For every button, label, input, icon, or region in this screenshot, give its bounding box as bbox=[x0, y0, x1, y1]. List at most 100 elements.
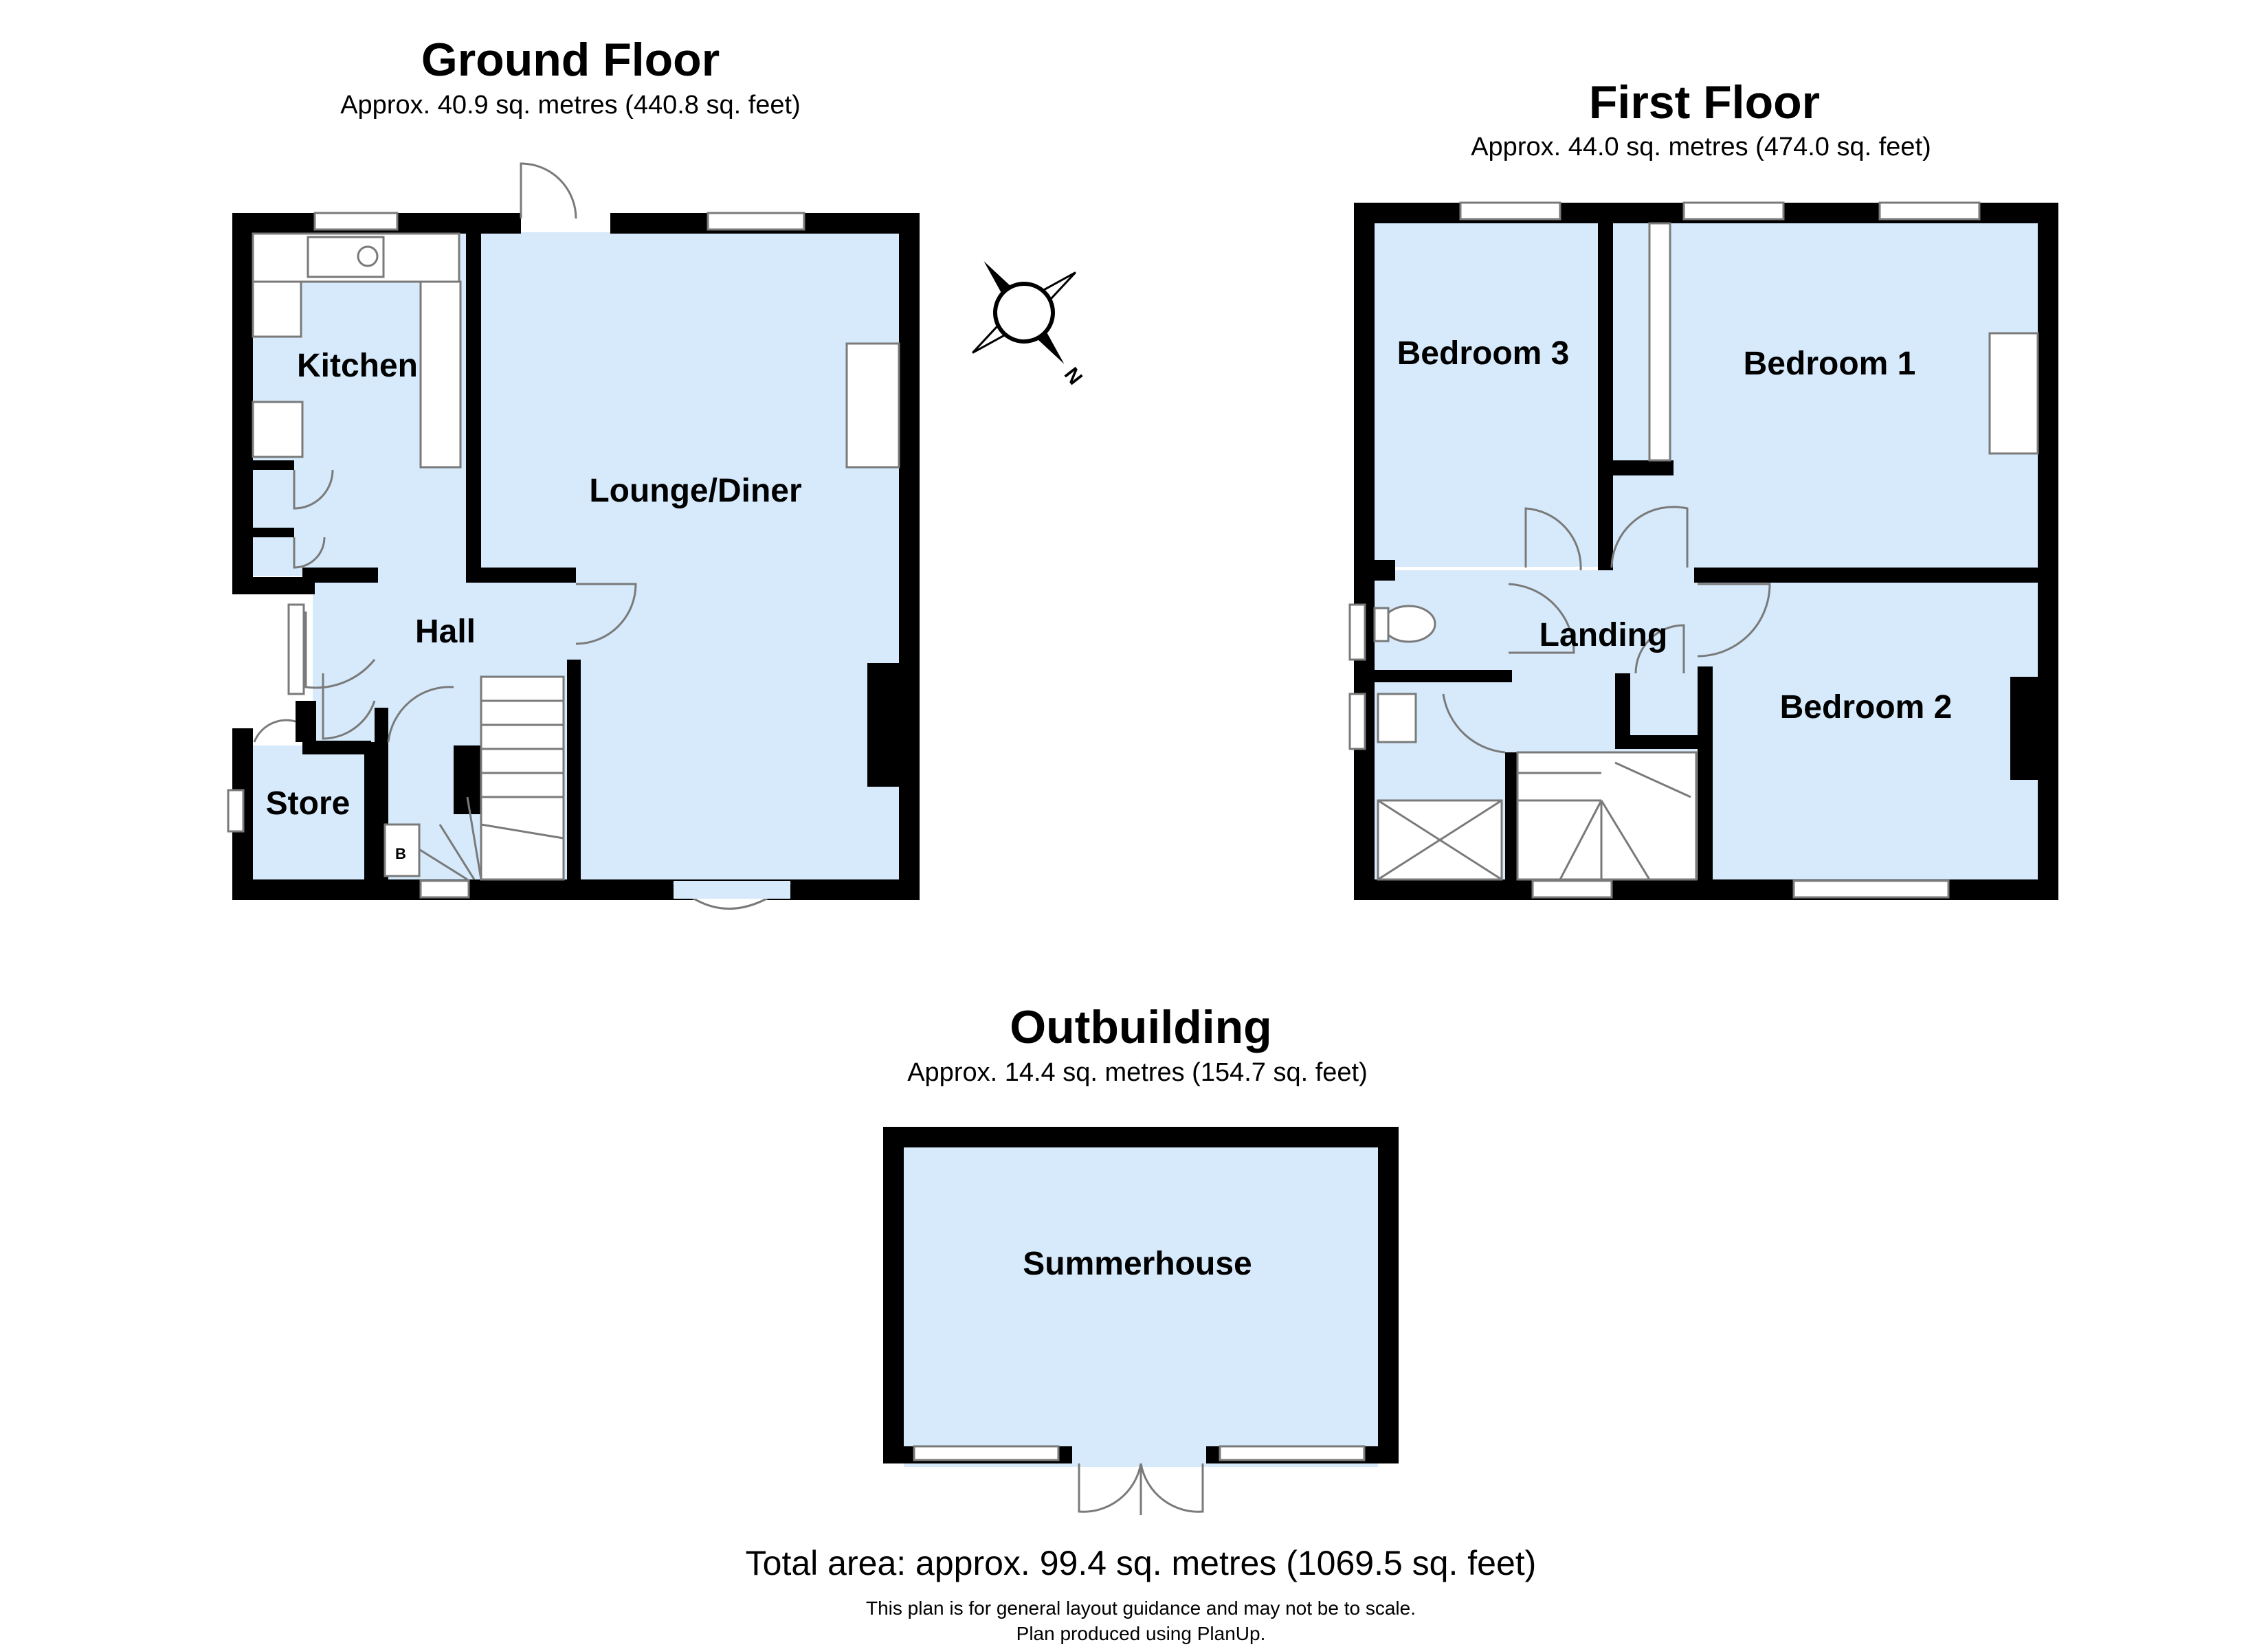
gf-hall-door-arc bbox=[304, 612, 376, 689]
first-floor-title: First Floor bbox=[1589, 76, 1820, 128]
summerhouse-room bbox=[904, 1147, 1378, 1467]
ff-wall-landing-b2 bbox=[1698, 666, 1713, 879]
store-label: Store bbox=[266, 785, 351, 822]
ob-window-right bbox=[1219, 1445, 1366, 1461]
gf-wall-hall-left bbox=[232, 577, 315, 594]
ff-window-b1-left bbox=[1682, 201, 1785, 221]
ob-door-left-arc bbox=[1078, 1463, 1142, 1513]
gf-wall-cupboard bbox=[302, 741, 371, 754]
ff-window-b2 bbox=[1792, 879, 1950, 899]
kitchen-counter-right bbox=[419, 280, 462, 469]
bedroom-3-label: Bedroom 3 bbox=[1397, 335, 1570, 372]
gf-window-hall-bottom bbox=[419, 879, 470, 899]
gf-staircase: B bbox=[383, 675, 565, 881]
gf-store-door-arc bbox=[253, 719, 296, 743]
gf-lounge-door-arc bbox=[575, 583, 637, 645]
ff-wall-stair-left bbox=[1505, 752, 1517, 879]
ff-window-bath bbox=[1348, 693, 1366, 750]
gf-front-door-arc bbox=[520, 162, 577, 219]
ob-wall-right bbox=[1378, 1127, 1399, 1463]
bedroom-2-fireplace bbox=[2010, 677, 2038, 780]
first-floor-plan: Bedroom 3 Bedroom 1 Landing Bedroom 2 bbox=[1348, 201, 2058, 900]
total-area: Total area: approx. 99.4 sq. metres (106… bbox=[746, 1544, 1537, 1582]
ff-wall-wc-bath bbox=[1375, 670, 1512, 682]
outbuilding-title: Outbuilding bbox=[1010, 1001, 1271, 1053]
gf-wall-left bbox=[232, 213, 253, 591]
ff-wall-wardrobe bbox=[1612, 460, 1674, 475]
gf-wall-store-right bbox=[364, 742, 379, 886]
gf-wall-store-top bbox=[296, 701, 316, 742]
basin bbox=[1377, 693, 1417, 743]
boiler-label: B bbox=[395, 845, 406, 862]
gf-wall-kitchen-bottom bbox=[302, 568, 378, 583]
ff-wc-door-arc bbox=[1508, 583, 1575, 654]
compass-north-label: N bbox=[1060, 363, 1087, 389]
ff-b3-door-arc bbox=[1524, 507, 1582, 571]
gf-understair-cupboard-arc bbox=[387, 686, 454, 743]
store-room bbox=[253, 745, 373, 886]
ff-window-b3 bbox=[1459, 201, 1561, 221]
bedroom-2-label: Bedroom 2 bbox=[1780, 689, 1953, 726]
lounge-fireplace bbox=[867, 663, 899, 787]
ground-floor-plan: B Kitchen Lounge/Diner Hall Store bbox=[227, 162, 920, 910]
gf-window-kitchen bbox=[313, 212, 399, 231]
sink-drain-icon bbox=[357, 245, 379, 267]
kitchen-appliance bbox=[252, 401, 304, 458]
ob-door-right-arc bbox=[1139, 1463, 1204, 1513]
toilet-cistern bbox=[1373, 607, 1390, 642]
bedroom-1-wardrobe bbox=[1648, 222, 1671, 462]
gf-wall-right bbox=[899, 213, 920, 900]
ob-wall-top bbox=[883, 1127, 1399, 1147]
lounge-chimney-breast bbox=[845, 342, 900, 469]
hall-label: Hall bbox=[415, 614, 476, 650]
ff-wall-b3-b1 bbox=[1598, 223, 1613, 570]
outbuilding-area: Approx. 14.4 sq. metres (154.7 sq. feet) bbox=[907, 1058, 1368, 1087]
boiler-unit bbox=[383, 823, 421, 877]
gf-wall-kitchen-lounge bbox=[466, 232, 481, 576]
gf-wall-kitchen-pantry-2 bbox=[253, 528, 294, 537]
first-floor-area: Approx. 44.0 sq. metres (474.0 sq. feet) bbox=[1471, 133, 1931, 161]
gf-pantry-door-arc bbox=[293, 469, 334, 510]
ob-wall-left bbox=[883, 1127, 904, 1463]
gf-window-hall-side bbox=[287, 603, 305, 695]
ff-window-landing bbox=[1531, 879, 1613, 899]
disclaimer-line-1: This plan is for general layout guidance… bbox=[866, 1597, 1416, 1619]
ff-wall-bottom bbox=[1354, 879, 2058, 900]
ff-wall-cupboard-bottom bbox=[1615, 735, 1704, 749]
ground-floor-title: Ground Floor bbox=[421, 34, 720, 86]
gf-wall-lounge-hall bbox=[466, 568, 576, 583]
disclaimer-line-2: Plan produced using PlanUp. bbox=[1016, 1623, 1266, 1644]
ff-wall-cupboard bbox=[1615, 673, 1630, 742]
gf-wall-kitchen-pantry bbox=[253, 460, 294, 470]
gf-window-lounge-top bbox=[707, 212, 805, 231]
bedroom-3-room bbox=[1375, 223, 1598, 567]
ff-b1-door-arc bbox=[1610, 506, 1689, 568]
ff-wall-left bbox=[1354, 203, 1375, 897]
ff-b2-door-arc bbox=[1697, 583, 1771, 658]
gf-wall-lounge-left bbox=[567, 660, 581, 886]
summerhouse-label: Summerhouse bbox=[1023, 1246, 1252, 1282]
gf-window-store bbox=[227, 789, 245, 833]
ob-window-left bbox=[913, 1445, 1060, 1461]
bedroom-2-room bbox=[1704, 581, 2038, 893]
ff-window-wc bbox=[1348, 603, 1366, 661]
landing-label: Landing bbox=[1539, 617, 1668, 653]
compass-icon bbox=[972, 261, 1076, 364]
ff-wall-b3-bottom bbox=[1375, 560, 1395, 581]
bedroom-1-room bbox=[1612, 223, 2038, 570]
ff-staircase bbox=[1516, 751, 1698, 881]
kitchen-counter-left bbox=[252, 280, 302, 338]
ff-window-b1-right bbox=[1878, 201, 1981, 221]
bedroom-1-label: Bedroom 1 bbox=[1744, 346, 1916, 382]
kitchen-label: Kitchen bbox=[297, 348, 418, 384]
ff-wall-right bbox=[2038, 203, 2058, 897]
ff-bath-door-arc bbox=[1442, 693, 1506, 754]
bedroom-1-chimney bbox=[1988, 332, 2039, 455]
ff-wall-b1-bottom bbox=[1694, 568, 2038, 583]
lounge-diner-label: Lounge/Diner bbox=[589, 473, 801, 509]
ff-cupboard-door-arc bbox=[1634, 624, 1685, 674]
gf-cupboard-door-arc bbox=[293, 537, 326, 569]
toilet bbox=[1381, 605, 1436, 643]
gf-understairs-door-arc bbox=[322, 673, 376, 740]
